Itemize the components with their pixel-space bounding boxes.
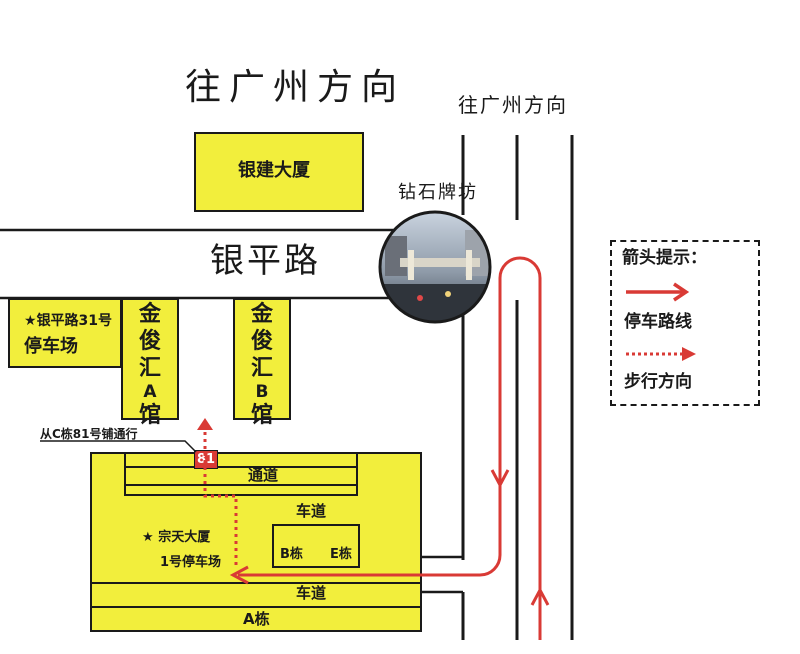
building-jinjun-a-label: 金 俊 汇 A 馆 bbox=[121, 302, 179, 430]
legend-walking-arrow bbox=[626, 347, 696, 361]
legend-walking-label: 步行方向 bbox=[624, 372, 692, 392]
route-arrow-down bbox=[490, 469, 510, 489]
direction-title-top: 往广州方向 bbox=[185, 67, 406, 108]
route-arrow-left bbox=[229, 565, 249, 585]
landmark-circle-border bbox=[378, 210, 492, 324]
star-icon: ★ bbox=[142, 530, 154, 545]
star-icon: ★ bbox=[24, 313, 37, 329]
a-dong-divider bbox=[90, 606, 422, 608]
walking-route-line bbox=[203, 430, 238, 565]
legend-parking-label: 停车路线 bbox=[624, 312, 692, 332]
jinjun-b-char: 金 bbox=[250, 302, 273, 327]
parking-route-line bbox=[238, 256, 542, 640]
complex-zongtian bbox=[90, 452, 422, 632]
building-jinjun-a bbox=[121, 298, 179, 420]
legend-box: 箭头提示： 停车路线 步行方向 bbox=[610, 240, 760, 406]
passage-band bbox=[124, 466, 358, 486]
route-arrow-up bbox=[530, 586, 550, 606]
legend-title: 箭头提示： bbox=[622, 248, 707, 268]
jinjun-a-char: 馆 bbox=[138, 403, 161, 429]
building-b-e-outline bbox=[272, 524, 360, 568]
walking-arrow-up bbox=[197, 418, 213, 430]
jinjun-b-char: 汇 bbox=[250, 355, 273, 381]
jinjun-b-char: B bbox=[255, 382, 269, 403]
building-jinjun-b-label: 金 俊 汇 B 馆 bbox=[233, 302, 291, 430]
parking31-label: ★银平路31号 bbox=[24, 314, 112, 328]
landmark-label: 钻石牌坊 bbox=[398, 182, 478, 203]
building-b-label: B栋 bbox=[280, 547, 303, 562]
parking31-name: 银平路31号 bbox=[36, 313, 113, 329]
lane-divider bbox=[90, 582, 422, 584]
jinjun-a-char: 俊 bbox=[138, 328, 161, 354]
jinjun-a-char: A bbox=[143, 382, 157, 403]
passage-label: 通道 bbox=[248, 466, 279, 484]
zongtian-label: ★ 宗天大厦 bbox=[142, 531, 210, 544]
jinjun-b-char: 俊 bbox=[250, 328, 273, 354]
lane-upper-label: 车道 bbox=[296, 502, 327, 520]
jinjun-a-char: 金 bbox=[138, 302, 161, 327]
shop-note-label: 从C栋81号铺通行 bbox=[40, 427, 138, 441]
jinjun-a-char: 汇 bbox=[138, 355, 161, 381]
building-yinjian-label: 银建大厦 bbox=[238, 160, 310, 181]
jinjun-b-char: 馆 bbox=[250, 403, 273, 429]
road-name-label: 银平路 bbox=[210, 241, 321, 281]
legend-parking-arrow bbox=[626, 282, 690, 302]
building-e-label: E栋 bbox=[330, 547, 352, 562]
shop-note-leader bbox=[40, 440, 197, 453]
building-yinjian bbox=[194, 132, 364, 212]
lane-lower-label: 车道 bbox=[296, 584, 327, 602]
direction-title-right: 往广州方向 bbox=[458, 93, 568, 117]
building-parking31 bbox=[8, 298, 122, 368]
parking31-line2: 停车场 bbox=[24, 336, 78, 357]
zongtian-parking-label: 1号停车场 bbox=[160, 555, 222, 570]
building-jinjun-b bbox=[233, 298, 291, 420]
building-a-label: A栋 bbox=[243, 610, 270, 628]
zongtian-name: 宗天大厦 bbox=[158, 530, 211, 545]
passage-outline bbox=[124, 452, 358, 496]
